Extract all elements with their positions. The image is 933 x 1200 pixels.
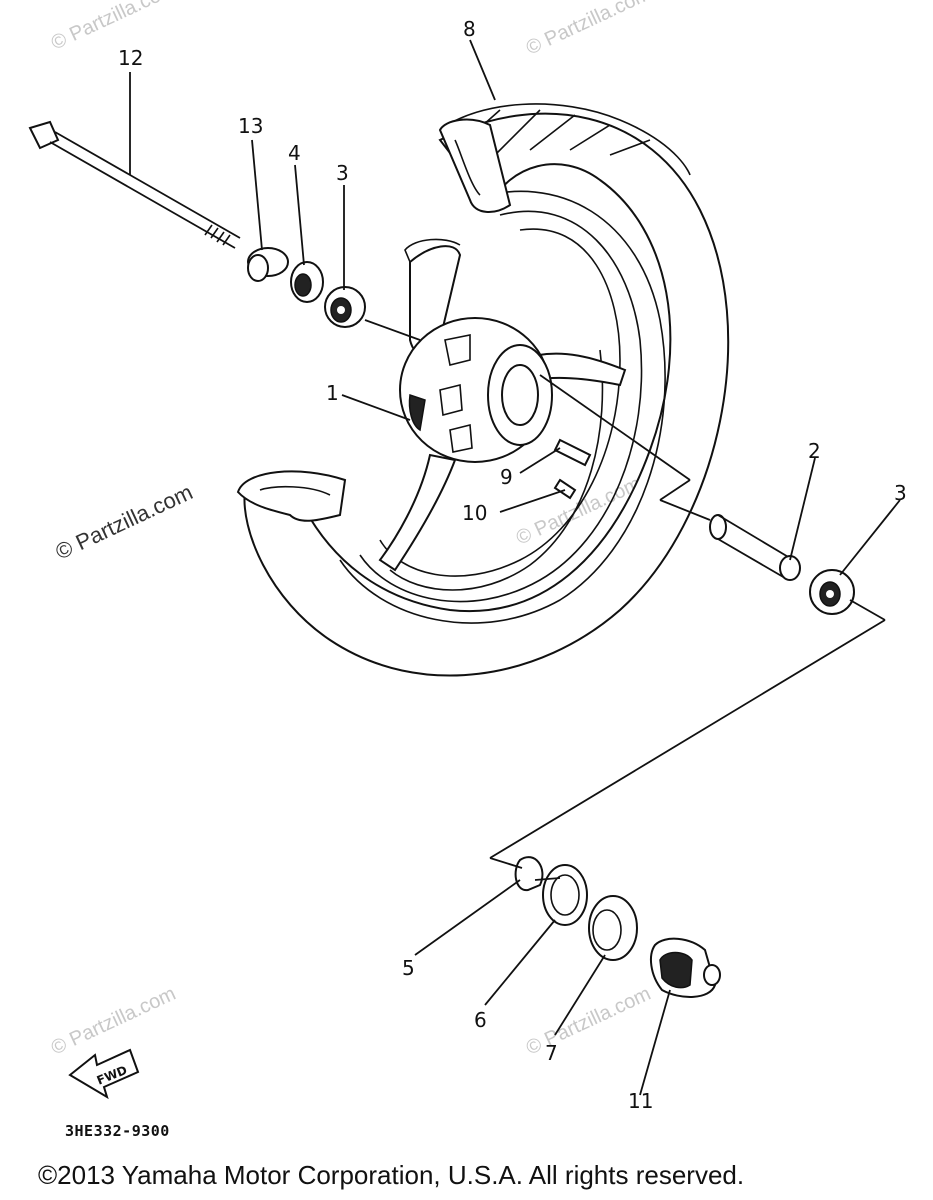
watermark-text: © Partzilla.com [523, 0, 654, 60]
callout-1: 1 [326, 381, 339, 405]
oil-seal [542, 864, 588, 926]
callout-8: 8 [463, 17, 476, 41]
callouts: 12 13 4 3 8 1 9 10 2 3 5 6 7 11 [118, 17, 907, 1113]
spacer [290, 261, 324, 303]
diagram-code: 3HE332-9300 [65, 1122, 170, 1140]
callout-3: 3 [894, 481, 907, 505]
meter-gear-unit [649, 937, 721, 998]
copyright-notice: ©2013 Yamaha Motor Corporation, U.S.A. A… [38, 1160, 745, 1190]
callout-7: 7 [545, 1041, 558, 1065]
callout-2: 2 [808, 439, 821, 463]
axle [28, 120, 241, 249]
watermark-text: © Partzilla.com [52, 479, 197, 564]
leader-lines [129, 39, 901, 1096]
callout-5: 5 [402, 956, 415, 980]
wheel-assembly [236, 103, 730, 677]
callout-10: 10 [462, 501, 487, 525]
clutch-plate [514, 856, 544, 892]
spacer-flange [709, 514, 801, 581]
watermark-text: © Partzilla.com [523, 983, 654, 1060]
callout-13: 13 [238, 114, 263, 138]
bearing-right [809, 569, 855, 615]
callout-4: 4 [288, 141, 301, 165]
bearing-upper [324, 286, 366, 328]
callout-11: 11 [628, 1089, 653, 1113]
bearing-lower [588, 895, 638, 961]
callout-6: 6 [474, 1008, 487, 1032]
callout-3: 3 [336, 161, 349, 185]
watermark-text: © Partzilla.com [48, 983, 179, 1060]
callout-12: 12 [118, 46, 143, 70]
forward-arrow-icon: FWD [68, 1048, 140, 1100]
watermark-text: © Partzilla.com [48, 0, 179, 55]
collar [247, 247, 289, 282]
callout-9: 9 [500, 465, 513, 489]
